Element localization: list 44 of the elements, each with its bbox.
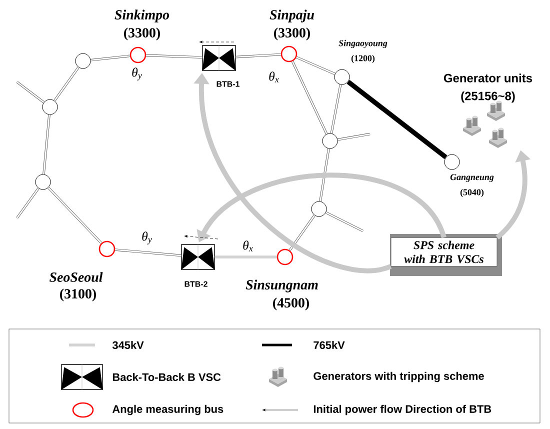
angle-label: θ$_{x}$ — [243, 240, 253, 252]
transmission-line — [296, 56, 336, 75]
station-number: (3100) — [60, 288, 96, 302]
sps-box: SPS scheme with BTB VSCs — [390, 238, 498, 266]
transmission-line — [146, 54, 202, 59]
generator-label: (25156~8) — [461, 91, 515, 103]
transmission-line — [48, 186, 102, 244]
transmission-line — [346, 80, 448, 160]
transmission-line — [115, 248, 182, 257]
station-number: (4500) — [273, 298, 309, 310]
station-name: Sinsungnam — [246, 280, 318, 292]
station-number: (3300) — [124, 28, 160, 40]
transmission-line — [291, 60, 328, 134]
generator-label: Generator units — [444, 74, 532, 82]
transmission-line — [54, 66, 80, 102]
transmission-line — [90, 54, 130, 62]
transmission-line — [236, 53, 281, 58]
transmission-line — [319, 148, 330, 202]
angle-label: θ$_{y}$ — [132, 68, 142, 80]
angle-label: θ$_{x}$ — [269, 72, 279, 82]
bus-circle — [42, 99, 58, 115]
station-name: Singaoyoung — [338, 40, 388, 48]
station-name: Sinpaju — [270, 10, 314, 22]
station-number: (1200) — [351, 54, 375, 64]
legend-label: 765kV — [314, 340, 345, 350]
bus-circle — [75, 53, 91, 69]
legend-label: Angle measuring bus — [112, 404, 224, 416]
station-number: (3300) — [274, 28, 310, 40]
legend-label: Initial power flow Direction of BTB — [314, 404, 492, 416]
station-name: SeoSeoul — [50, 272, 103, 282]
legend-label: Back-To-Back B VSC — [112, 372, 221, 382]
transmission-line — [288, 214, 316, 252]
legend-label: 345kV — [112, 340, 144, 350]
station-number: (5040) — [460, 188, 484, 198]
transmission-line — [214, 256, 277, 258]
bus-circle — [311, 201, 327, 217]
transmission-line — [330, 84, 342, 134]
station-name: Sinkimpo — [114, 10, 170, 22]
legend-label: Generators with tripping scheme — [314, 372, 484, 382]
bus-circle — [35, 174, 51, 190]
station-name: Gangneung — [450, 174, 494, 182]
transmission-line — [42, 114, 50, 174]
bus-circle — [322, 133, 338, 149]
angle-label: θ$_{y}$ — [142, 232, 152, 244]
